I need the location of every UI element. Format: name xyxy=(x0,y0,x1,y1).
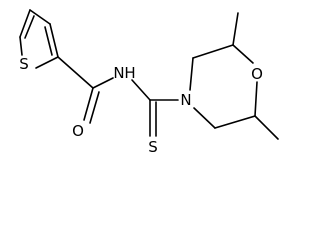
atom-morpholine-o: O xyxy=(251,65,263,83)
bond-nh-thiocarbonyl xyxy=(131,79,151,101)
molecule-drawing: S N H O S N O xyxy=(19,9,279,156)
bond-c6-c5 xyxy=(214,115,256,129)
bond-carbonyl-nh xyxy=(92,77,114,89)
bond-s-c2 xyxy=(35,56,59,69)
atom-morpholine-n: N xyxy=(180,91,191,109)
atom-amide-h: H xyxy=(124,64,135,82)
atom-thio-s: S xyxy=(148,138,158,156)
bond-c5-s xyxy=(19,36,23,56)
bond-c5-n xyxy=(193,107,216,129)
bond-c2-c3-double xyxy=(44,26,53,56)
bond-c4-c5-double xyxy=(24,15,35,39)
bond-c4-c5 xyxy=(19,9,31,38)
atom-carbonyl-o: O xyxy=(72,122,84,140)
bond-c2-o xyxy=(232,44,254,64)
bond-c2-c3 xyxy=(49,23,59,58)
bond-carbonyl-o xyxy=(83,87,94,121)
bond-c3-c4 xyxy=(29,9,51,25)
bond-c6-methyl xyxy=(254,115,279,140)
bond-c2-carbonyl xyxy=(57,56,94,89)
bond-c2-methyl xyxy=(232,12,239,46)
bond-carbonyl-o-double xyxy=(89,91,100,124)
structure-canvas: S N H O S N O xyxy=(19,9,279,156)
bond-c3-c2 xyxy=(192,44,234,59)
bond-n-c3 xyxy=(189,57,194,91)
bond-o-c6 xyxy=(254,81,258,117)
atom-amide-n: N xyxy=(113,64,124,82)
atom-thiophene-s: S xyxy=(19,55,29,73)
